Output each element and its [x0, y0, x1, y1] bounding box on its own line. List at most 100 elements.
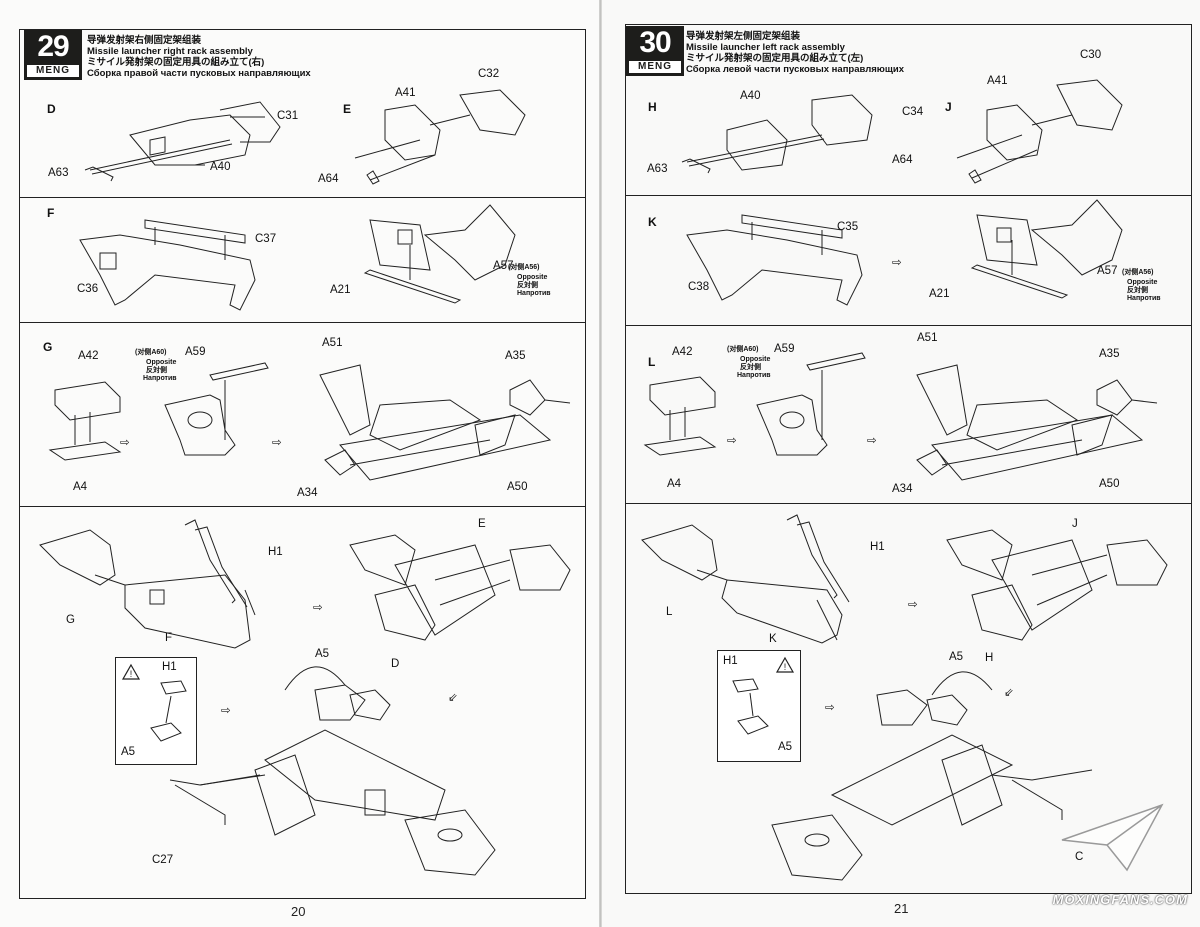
divider	[626, 195, 1191, 196]
part-label: A42	[78, 350, 99, 362]
svg-text:!: !	[784, 662, 787, 672]
part-diagram-f2	[363, 204, 516, 304]
part-diagram-f	[79, 219, 256, 311]
part-label: A5	[949, 651, 964, 663]
part-label: A21	[929, 288, 950, 300]
part-label: A41	[395, 87, 416, 99]
title-cn: 导弹发射架右侧固定架组装	[87, 35, 202, 46]
step-frame-right	[625, 24, 1192, 894]
section-label: H	[648, 100, 657, 114]
opposite-note: Opposite	[1127, 279, 1158, 286]
part-label: A5	[778, 741, 793, 753]
opposite-note-jp: 反対側	[146, 367, 167, 374]
arrow: ⇨	[892, 257, 902, 269]
part-diagram-sub-h-j	[946, 529, 1168, 641]
part-label: H1	[723, 655, 738, 667]
part-label: A35	[505, 350, 526, 362]
part-label: A64	[892, 154, 913, 166]
warning-triangle-icon: !	[121, 663, 141, 680]
part-label: H1	[162, 661, 177, 673]
section-label: D	[47, 102, 56, 116]
part-label: A50	[507, 481, 528, 493]
title-en: Missile launcher right rack assembly	[87, 46, 253, 57]
part-diagram-e	[354, 89, 526, 185]
opposite-note-ru: Напротив	[517, 290, 551, 297]
part-label: A59	[774, 343, 795, 355]
section-label: F	[47, 206, 55, 220]
part-diagram-k	[686, 214, 863, 306]
part-label: L	[666, 606, 673, 618]
page-left: 29 MENG 导弹发射架右侧固定架组装 Missile launcher ri…	[0, 0, 599, 927]
part-label: A42	[672, 346, 693, 358]
warning-box: ! H1 A5	[717, 650, 801, 762]
part-diagram-j	[956, 79, 1123, 184]
opposite-note-jp: 反対側	[740, 364, 761, 371]
section-label: J	[945, 100, 952, 114]
part-label: J	[1072, 518, 1078, 530]
page-right: 30 MENG 导弹发射架左侧固定架组装 Missile launcher le…	[602, 0, 1200, 927]
section-label: E	[343, 102, 352, 116]
step-number: 30	[639, 26, 671, 59]
opposite-note: Opposite	[517, 274, 548, 281]
part-label: H1	[268, 546, 283, 558]
opposite-note-ru: Напротив	[1127, 295, 1161, 302]
part-label: A34	[892, 483, 913, 495]
opposite-note: Opposite	[740, 356, 771, 363]
part-diagram-sub-d-e	[349, 534, 571, 641]
divider	[626, 503, 1191, 504]
part-diagram-g1	[48, 381, 122, 461]
part-diagram-sub-l-k	[641, 514, 850, 644]
part-label: G	[66, 614, 75, 626]
step-badge: 30 MENG	[626, 26, 684, 76]
divider	[20, 322, 585, 323]
part-label: C35	[837, 221, 859, 233]
part-label: E	[478, 518, 486, 530]
part-label: H1	[870, 541, 885, 553]
part-label: K	[769, 633, 777, 645]
arrow: ⇨	[120, 437, 130, 449]
part-label: C31	[277, 110, 299, 122]
arrow: ⇙	[1004, 687, 1014, 699]
part-diagram-g2	[164, 362, 269, 456]
page-number: 20	[291, 904, 306, 919]
part-label: A51	[917, 332, 938, 344]
part-diagram-k2	[970, 199, 1123, 299]
divider	[20, 197, 585, 198]
part-label: A57	[493, 260, 514, 272]
part-label: C	[1075, 851, 1084, 863]
part-label: H	[985, 652, 994, 664]
part-label: A35	[1099, 348, 1120, 360]
watermark: MOXINGFANS.COM	[1052, 892, 1188, 907]
part-label: C38	[688, 281, 710, 293]
part-label: A4	[667, 478, 682, 490]
part-diagram-final	[771, 671, 1093, 881]
part-label: C30	[1080, 49, 1102, 61]
step-titles: 导弹发射架左侧固定架组装 Missile launcher left rack …	[686, 31, 904, 75]
part-diagram-h	[681, 94, 873, 174]
part-diagram-warning	[732, 678, 769, 735]
step-titles: 导弹发射架右侧固定架组装 Missile launcher right rack…	[87, 35, 311, 79]
part-note: (对侧A60)	[727, 346, 759, 353]
opposite-note: Opposite	[146, 359, 177, 366]
opposite-note-ru: Напротив	[143, 375, 177, 382]
title-en: Missile launcher left rack assembly	[686, 42, 845, 53]
arrow: ⇨	[313, 602, 323, 614]
part-diagram-sub-g-f	[39, 519, 256, 649]
part-label: C36	[77, 283, 99, 295]
arrow: ⇨	[867, 435, 877, 447]
divider	[20, 506, 585, 507]
part-diagram-l3	[916, 364, 1158, 481]
warning-triangle-icon: !	[775, 656, 795, 673]
brand-logo: MENG	[629, 61, 681, 73]
part-label: A59	[185, 346, 206, 358]
opposite-note-ru: Напротив	[737, 372, 771, 379]
part-label: A51	[322, 337, 343, 349]
part-diagram-l1	[643, 376, 717, 456]
title-jp: ミサイル発射架の固定用具の組み立て(右)	[87, 57, 265, 68]
part-note: (对侧A60)	[135, 349, 167, 356]
part-label: A5	[315, 648, 330, 660]
part-diagram-l2	[756, 352, 866, 456]
part-label: C32	[478, 68, 500, 80]
book-fold	[599, 0, 602, 927]
